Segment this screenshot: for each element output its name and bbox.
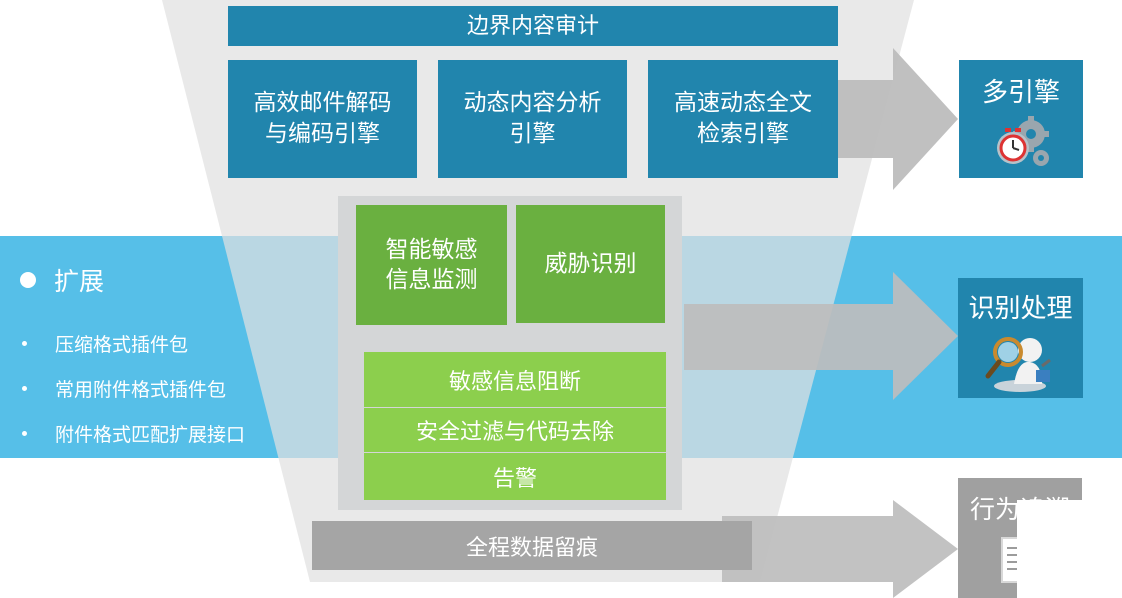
threat-identification: 威胁识别 — [516, 205, 665, 323]
bullet-icon — [22, 341, 27, 346]
identify-handle-box: 识别处理 — [958, 278, 1083, 398]
multi-engine-box: 多引擎 — [959, 60, 1083, 178]
sensitive-info-blocking: 敏感信息阻断 — [364, 352, 666, 407]
engine-dynamic-content-analysis: 动态内容分析 引擎 — [438, 60, 627, 178]
gears-clock-icon — [997, 116, 1049, 166]
border-content-audit-header: 边界内容审计 — [228, 6, 838, 46]
extension-title-label: 扩展 — [54, 267, 105, 296]
extension-item: 常用附件格式插件包 — [22, 375, 226, 402]
bullet-icon — [22, 431, 27, 436]
extension-item: 附件格式匹配扩展接口 — [22, 420, 245, 447]
engine-fulltext-search: 高速动态全文 检索引擎 — [648, 60, 838, 178]
alert: 告警 — [364, 453, 666, 500]
sensitive-info-monitoring: 智能敏感 信息监测 — [356, 205, 507, 325]
multi-engine-label: 多引擎 — [981, 78, 1060, 108]
extension-item-label: 附件格式匹配扩展接口 — [55, 424, 246, 446]
engine-mail-decoding: 高效邮件解码 与编码引擎 — [228, 60, 417, 178]
edge-mask — [1017, 500, 1122, 598]
identify-handle-label: 识别处理 — [968, 294, 1073, 324]
bullet-dot-icon — [20, 272, 36, 288]
arrow-to-multi-engine — [838, 48, 958, 190]
extension-title: 扩展 — [20, 262, 104, 298]
extension-item-label: 常用附件格式插件包 — [55, 379, 227, 401]
arrow-to-handling — [684, 272, 958, 400]
security-filter-code-removal: 安全过滤与代码去除 — [364, 408, 666, 452]
magnifier-figure-icon — [985, 337, 1051, 392]
full-data-trace-bar: 全程数据留痕 — [312, 521, 752, 570]
arrow-to-trace — [722, 500, 958, 598]
extension-item-label: 压缩格式插件包 — [55, 334, 189, 356]
bullet-icon — [22, 386, 27, 391]
extension-item: 压缩格式插件包 — [22, 330, 188, 357]
